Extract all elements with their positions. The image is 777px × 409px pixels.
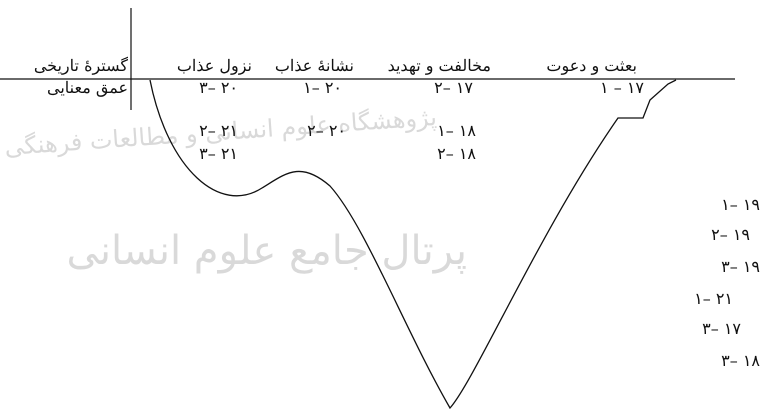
right-list-item: ۱۷ –۳ (702, 319, 741, 338)
header-mission-and-call: بعثت و دعوت (546, 56, 637, 75)
watermark-line-2: پرتال جامع علوم انسانی (66, 228, 468, 274)
cell-revelation-3: ۲۱ –۳ (199, 144, 238, 163)
row-label-semantic-depth: عمق معنایی (46, 78, 128, 97)
right-list-item: ۲۱ –۱ (694, 289, 733, 308)
header-historical-scope: گسترهٔ تاریخی (33, 56, 128, 75)
header-sign-of-punishment: نشانهٔ عذاب (274, 56, 354, 75)
right-list-item: ۱۹ –۱ (721, 195, 760, 214)
cell-opposition-3: ۱۸ –۲ (437, 144, 476, 163)
header-opposition-and-threat: مخالفت و تهدید (387, 56, 491, 75)
header-revelation-of-punishment: نزول عذاب (176, 56, 252, 75)
right-list-item: ۱۸ –۳ (721, 351, 760, 370)
right-list-item: ۱۹ –۳ (721, 257, 760, 276)
right-list-item: ۱۹ –۲ (711, 225, 750, 244)
cell-opposition-1: ۱۷ –۲ (434, 78, 473, 97)
cell-mission-1: ۱۷ – ۱ (600, 78, 644, 97)
cell-sign-2: ۲۰ –۲ (307, 121, 346, 140)
cell-opposition-2: ۱۸ –۱ (437, 121, 476, 140)
cell-revelation-1: ۲۰ –۳ (199, 78, 238, 97)
semantic-depth-curve (149, 79, 677, 409)
cell-sign-1: ۲۰ –۱ (303, 78, 342, 97)
cell-revelation-2: ۲۱ –۲ (199, 121, 238, 140)
